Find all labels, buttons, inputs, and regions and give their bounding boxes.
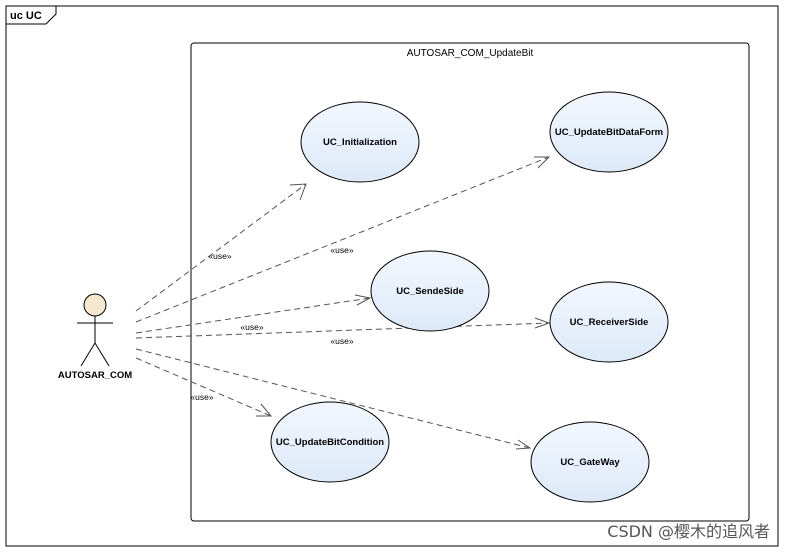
dependency-condition[interactable] [135, 357, 272, 417]
arrowhead [354, 294, 372, 306]
stereotype-label-init: «use» [208, 251, 231, 261]
dependency-init[interactable] [135, 183, 307, 312]
usecase-ellipse [300, 101, 420, 183]
actor-head-icon [83, 293, 107, 317]
stereotype-label-dataform: «use» [330, 245, 353, 255]
frame-label: uc UC [10, 10, 42, 22]
actor-name: AUTOSAR_COM [58, 370, 132, 381]
usecase-label: UC_Initialization [323, 137, 397, 148]
stereotype-label-sende: «use» [240, 322, 263, 332]
usecase-sendeside[interactable]: UC_SendeSide [370, 250, 490, 332]
usecase-gateway[interactable]: UC_GateWay [530, 421, 650, 503]
dependency-gateway[interactable] [135, 348, 531, 449]
stereotype-label-condition: «use» [190, 392, 213, 402]
usecase-ellipse [530, 421, 650, 503]
usecase-label: UC_ReceiverSide [570, 317, 649, 328]
dependency-dataform[interactable] [135, 156, 550, 323]
arrowhead [534, 156, 551, 169]
arrowhead [289, 183, 307, 201]
usecase-label: UC_GateWay [560, 457, 620, 468]
arrowhead [534, 317, 551, 329]
usecase-ellipse [549, 91, 669, 173]
usecase-ellipse [270, 401, 390, 483]
usecase-label: UC_UpdateBitDataForm [555, 127, 663, 138]
frame-tab [6, 6, 57, 25]
actor-left-leg [80, 342, 96, 367]
system-boundary-name: AUTOSAR_COM_UpdateBit [407, 48, 534, 59]
usecase-updatebitcondition[interactable]: UC_UpdateBitCondition [270, 401, 390, 483]
usecase-updatebitdataform[interactable]: UC_UpdateBitDataForm [549, 91, 669, 173]
actor-autosar-com[interactable]: AUTOSAR_COM [58, 293, 132, 381]
usecase-ellipse [549, 281, 669, 363]
actor-right-leg [94, 342, 110, 367]
usecase-label: UC_UpdateBitCondition [276, 437, 384, 448]
arrowhead [515, 439, 532, 450]
stereotype-label-receiver: «use» [330, 336, 353, 346]
watermark: CSDN @樱木的追风者 [607, 522, 770, 541]
dependency-lines [135, 156, 551, 450]
arrowhead [256, 403, 273, 417]
usecase-ellipse [370, 250, 490, 332]
usecase-initialization[interactable]: UC_Initialization [300, 101, 420, 183]
usecase-receiverside[interactable]: UC_ReceiverSide [549, 281, 669, 363]
usecase-label: UC_SendeSide [396, 286, 464, 297]
dependency-receiver[interactable] [135, 322, 550, 339]
